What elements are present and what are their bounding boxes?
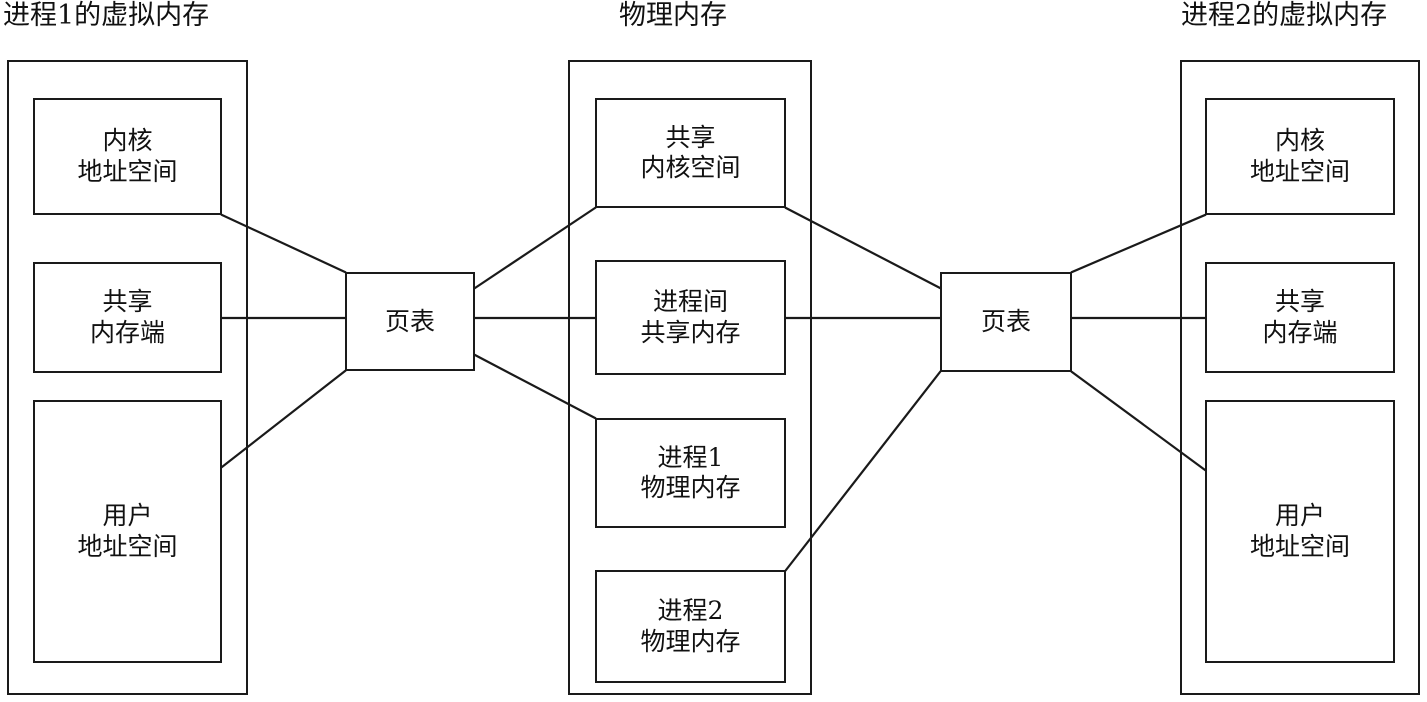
box-label-line1: 进程1	[657, 442, 724, 472]
box-label-line2: 内存端	[89, 317, 165, 347]
box-proc2-kernel-address-space[interactable]: 内核 地址空间	[1205, 98, 1395, 215]
box-proc1-physical-memory[interactable]: 进程1 物理内存	[595, 418, 786, 528]
box-label-line2: 地址空间	[77, 531, 178, 561]
box-label-line2: 地址空间	[77, 156, 178, 186]
box-label-line1: 用户	[1274, 501, 1325, 530]
box-label-line1: 内核	[102, 126, 153, 155]
box-label-line2: 共享内存	[640, 317, 741, 347]
box-page-table-left[interactable]: 页表	[345, 272, 475, 371]
box-proc1-shared-memory-port[interactable]: 共享 内存端	[33, 262, 222, 373]
page-table-label: 页表	[384, 306, 435, 336]
box-label-line1: 进程间	[652, 287, 728, 316]
box-label-line1: 共享	[1274, 287, 1325, 316]
container-proc2-virtual-memory	[1180, 60, 1420, 695]
box-label-line1: 共享	[665, 122, 716, 152]
box-label-line2: 内核空间	[640, 153, 741, 182]
container-proc1-virtual-memory	[7, 60, 248, 695]
box-label-line2: 物理内存	[640, 626, 741, 656]
box-label-line2: 内存端	[1262, 317, 1338, 347]
container-physical-memory	[568, 60, 812, 695]
box-proc2-physical-memory[interactable]: 进程2 物理内存	[595, 570, 786, 683]
box-label-line1: 进程2	[657, 596, 724, 625]
box-proc2-user-address-space[interactable]: 用户 地址空间	[1205, 400, 1395, 663]
column-title-proc2-virtual: 进程2的虚拟内存	[1181, 0, 1388, 31]
box-proc2-shared-memory-port[interactable]: 共享 内存端	[1205, 262, 1395, 373]
box-label-line1: 共享	[102, 287, 153, 316]
box-label-line2: 地址空间	[1249, 156, 1350, 186]
column-title-proc1-virtual: 进程1的虚拟内存	[3, 0, 210, 31]
page-table-label: 页表	[980, 307, 1031, 336]
box-shared-kernel-space[interactable]: 共享 内核空间	[595, 98, 786, 208]
box-label-line2: 地址空间	[1249, 531, 1350, 561]
box-page-table-right[interactable]: 页表	[940, 272, 1072, 372]
box-label-line2: 物理内存	[640, 473, 741, 502]
column-title-physical: 物理内存	[619, 0, 727, 31]
box-label-line1: 用户	[102, 501, 153, 530]
box-inter-process-shared-memory[interactable]: 进程间 共享内存	[595, 260, 786, 375]
box-proc1-kernel-address-space[interactable]: 内核 地址空间	[33, 98, 222, 215]
box-proc1-user-address-space[interactable]: 用户 地址空间	[33, 400, 222, 663]
box-label-line1: 内核	[1274, 126, 1325, 155]
